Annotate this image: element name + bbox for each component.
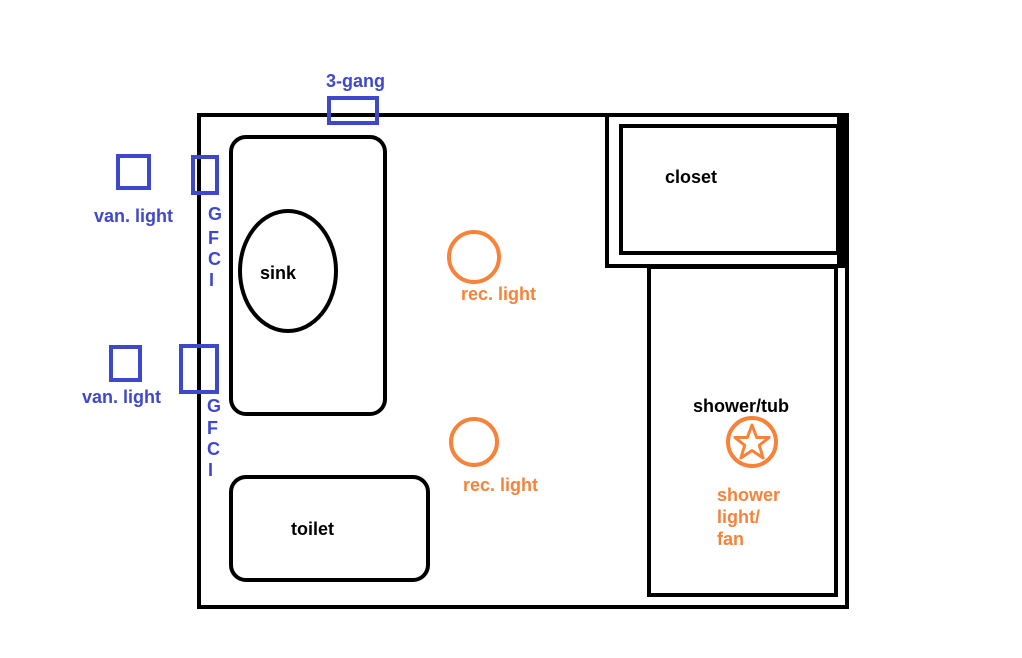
closet-door-edge: [837, 113, 846, 267]
shower-tub-label: shower/tub: [693, 396, 789, 416]
gfci-label-top-letter: I: [209, 270, 214, 290]
three-gang-switch-box: [327, 96, 379, 125]
gfci-label-top-letter: C: [208, 249, 221, 269]
closet-outer: [605, 113, 846, 268]
gfci-label-bottom-letter: C: [207, 439, 220, 459]
closet-inner: [619, 124, 840, 255]
recessed-light-label-top: rec. light: [461, 284, 536, 304]
vanity-counter: [229, 135, 387, 416]
recessed-light-top-icon: [447, 230, 501, 284]
gfci-label-bottom-letter: F: [207, 418, 218, 438]
closet-label: closet: [665, 167, 717, 187]
shower-light-fan-label: light/: [717, 507, 760, 527]
gfci-label-top-letter: F: [208, 228, 219, 248]
sink-label: sink: [260, 263, 297, 283]
vanity-light-box-bottom: [109, 345, 142, 382]
shower-light-fan-label: shower: [717, 485, 780, 505]
vanity-light-box-top: [116, 154, 151, 190]
vanity-light-label-top: van. light: [94, 206, 173, 226]
gfci-box-top: [191, 155, 219, 195]
three-gang-label: 3-gang: [326, 71, 385, 91]
toilet-label: toilet: [291, 519, 334, 539]
recessed-light-label-bottom: rec. light: [463, 475, 538, 495]
gfci-label-top-letter: G: [208, 204, 222, 224]
gfci-label-bottom-letter: I: [208, 460, 213, 480]
room-walls: [197, 113, 849, 609]
recessed-light-bottom-icon: [449, 417, 499, 467]
vanity-light-label-bottom: van. light: [82, 387, 161, 407]
gfci-label-bottom-letter: G: [207, 396, 221, 416]
shower-tub: [647, 265, 838, 597]
sink-basin: [238, 209, 338, 333]
toilet-fixture: [229, 475, 430, 582]
shower-light-fan-label: fan: [717, 529, 744, 549]
gfci-box-bottom: [179, 344, 219, 394]
shower-light-fan-icon: [726, 416, 778, 468]
